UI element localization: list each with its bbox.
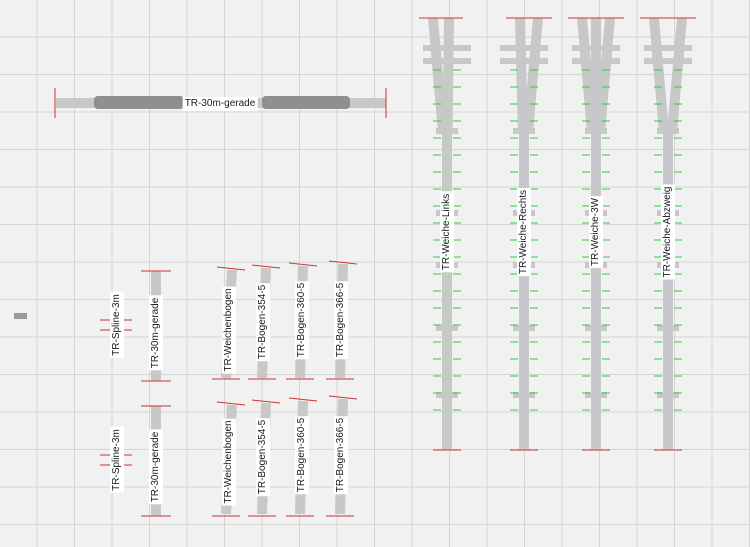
- label-weiche-abzweig: TR-Weiche-Abzweig: [661, 184, 675, 280]
- label-weiche-rechts: TR-Weiche-Rechts: [517, 187, 531, 277]
- label-straight-row1: TR-30m-gerade: [149, 295, 163, 371]
- label-bogen-366-row1: TR-Bogen-366-5: [334, 280, 348, 360]
- label-bogen-354-row2: TR-Bogen-354-5: [256, 417, 270, 497]
- label-spline-row2: TR-Spline-3m: [110, 427, 124, 493]
- switch-weiche-links[interactable]: [419, 17, 471, 451]
- label-bogen-354-row1: TR-Bogen-354-5: [256, 282, 270, 362]
- label-straight-row2: TR-30m-gerade: [149, 429, 163, 505]
- label-weichenbogen-row1: TR-Weichenbogen: [222, 286, 236, 374]
- label-bogen-360-row1: TR-Bogen-360-5: [295, 280, 309, 360]
- label-weiche-links: TR-Weiche-Links: [440, 191, 454, 273]
- label-weiche-3w: TR-Weiche-3W: [589, 195, 603, 269]
- label-weichenbogen-row2: TR-Weichenbogen: [222, 418, 236, 506]
- label-bogen-360-row2: TR-Bogen-360-5: [295, 415, 309, 495]
- label-spline-row1: TR-Spline-3m: [110, 292, 124, 358]
- label-bogen-366-row2: TR-Bogen-366-5: [334, 415, 348, 495]
- loose-track-piece[interactable]: [14, 313, 27, 319]
- label-straight-top: TR-30m-gerade: [182, 97, 258, 111]
